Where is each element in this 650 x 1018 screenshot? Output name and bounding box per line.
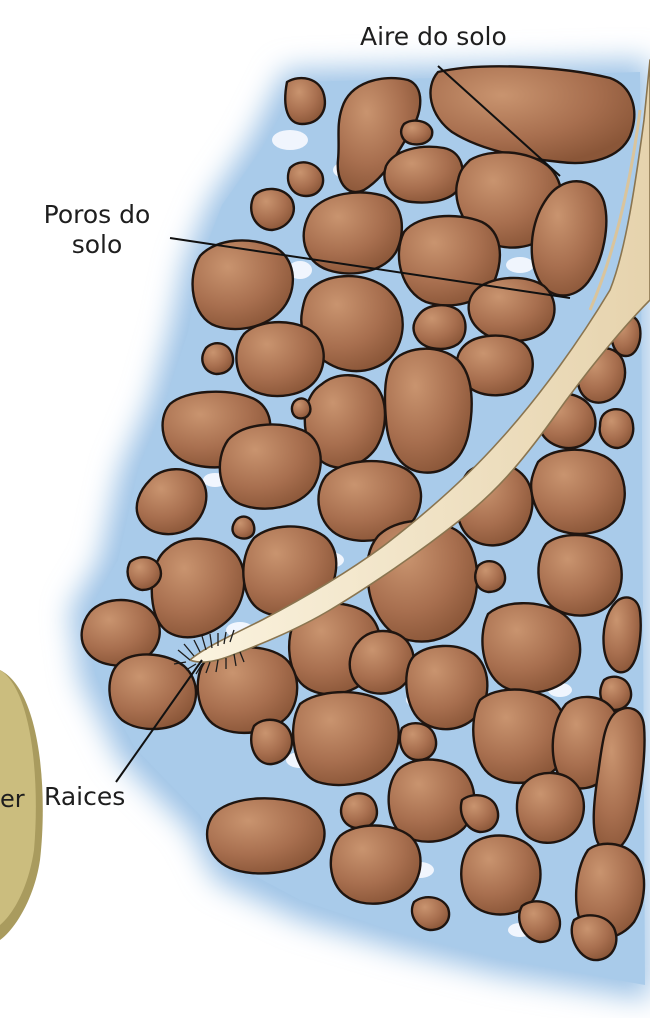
stone [128,557,161,590]
stone [251,720,292,764]
stone [400,723,436,760]
stone [482,603,580,693]
stone [331,826,421,904]
stone [109,654,196,729]
stone [304,192,402,273]
stone [293,692,399,785]
stone [251,189,294,230]
stone [600,409,634,448]
stone [531,450,625,534]
stone [350,631,414,694]
stone [341,793,377,828]
label-soil-pores-line1: Poros do [22,200,172,230]
stone [538,535,621,616]
stone [285,78,325,124]
cut-off-label: er [0,784,25,814]
stone [414,305,466,349]
label-soil-air: Aire do solo [360,22,507,52]
stone [401,121,432,145]
label-soil-pores-line2: solo [22,230,172,260]
stone [207,798,324,873]
stone [517,773,584,843]
stone [412,897,449,930]
label-soil-pores: Poros do solo [22,200,172,260]
stone [475,561,505,592]
stone [202,343,233,374]
stone [236,322,323,396]
stone [233,517,255,539]
stone [292,399,310,419]
stone [288,162,323,196]
stone [384,147,462,203]
stone [469,278,555,341]
label-roots: Raices [44,782,125,812]
stone [220,425,321,509]
stone [385,349,472,473]
